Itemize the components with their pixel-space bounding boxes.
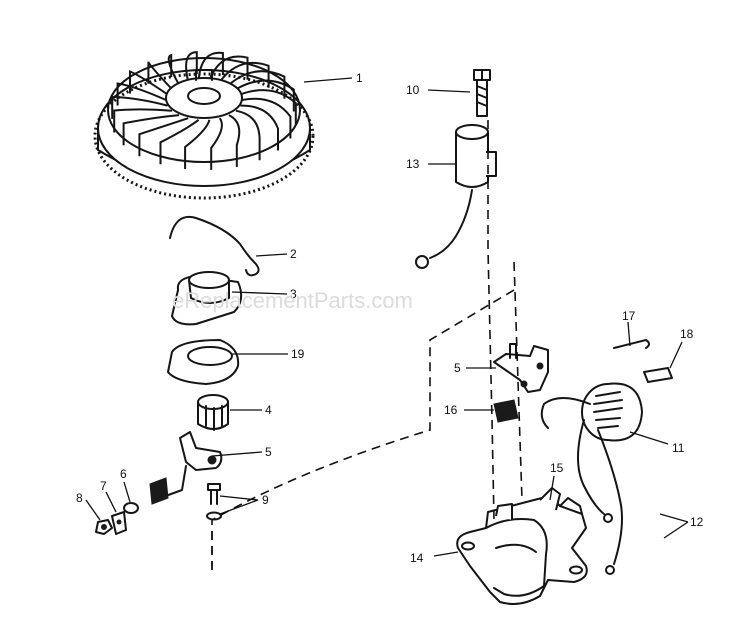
flywheel-fin [167, 53, 180, 86]
callout-11: 11 [672, 441, 685, 455]
breaker-arm [149, 431, 223, 505]
screw-and-washer [206, 483, 222, 521]
flywheel-fin [240, 89, 297, 126]
flywheel-fin [113, 108, 173, 133]
flywheel-fin [138, 117, 189, 157]
condenser [415, 124, 497, 269]
callout-18: 18 [680, 327, 694, 341]
coil-clip [643, 367, 673, 383]
callout-13: 13 [406, 157, 420, 171]
flywheel-fin [228, 70, 286, 99]
leader-lines [85, 77, 689, 557]
callout-labels: 1 2 3 19 4 5 6 7 8 9 10 13 5 16 17 18 11… [76, 71, 704, 565]
flywheel-fin [111, 95, 168, 119]
breaker-housing [456, 487, 588, 605]
bushing [197, 394, 229, 431]
spring-pin [613, 339, 650, 349]
flywheel-fin [197, 51, 224, 81]
flywheel-fin [235, 79, 295, 112]
callout-12: 12 [690, 515, 704, 529]
callout-3: 3 [290, 287, 297, 301]
callout-5-plate: 5 [454, 361, 461, 375]
felt-wick [493, 399, 519, 423]
callout-17: 17 [622, 309, 636, 323]
small-hardware [95, 502, 139, 535]
flywheel-fin [116, 82, 167, 106]
flywheel-fin [129, 70, 169, 96]
callout-16: 16 [444, 403, 458, 417]
ignition-coil [540, 382, 643, 575]
breaker-plate [493, 343, 549, 393]
flywheel-fin [240, 104, 279, 151]
flywheel-fin [210, 117, 223, 170]
callout-1: 1 [356, 71, 363, 85]
watermark-text: eReplacementParts.com [172, 288, 413, 313]
flywheel-fin [159, 119, 200, 165]
washer-plate [167, 339, 240, 385]
flywheel-fin [185, 51, 198, 83]
callout-19: 19 [291, 347, 305, 361]
flywheel [93, 51, 315, 200]
callout-9: 9 [262, 493, 269, 507]
callout-2: 2 [290, 247, 297, 261]
assembly-lines [211, 120, 523, 570]
callout-5-arm: 5 [265, 445, 272, 459]
flywheel-fin [235, 109, 261, 161]
flywheel-fin [241, 97, 292, 139]
callout-10: 10 [406, 83, 420, 97]
callout-15: 15 [550, 461, 564, 475]
cam-plate [171, 271, 243, 326]
callout-4: 4 [265, 403, 272, 417]
flywheel-fin [184, 119, 211, 169]
flywheel-fin [228, 114, 241, 167]
flywheel-fin [218, 61, 270, 88]
mounting-screw [473, 69, 491, 117]
callout-14: 14 [410, 551, 424, 565]
callout-6: 6 [120, 467, 127, 481]
flywheel-fin [122, 114, 180, 146]
callout-7: 7 [100, 479, 107, 493]
spring-clip [169, 216, 260, 277]
callout-8: 8 [76, 491, 83, 505]
flywheel-fin [147, 61, 173, 90]
